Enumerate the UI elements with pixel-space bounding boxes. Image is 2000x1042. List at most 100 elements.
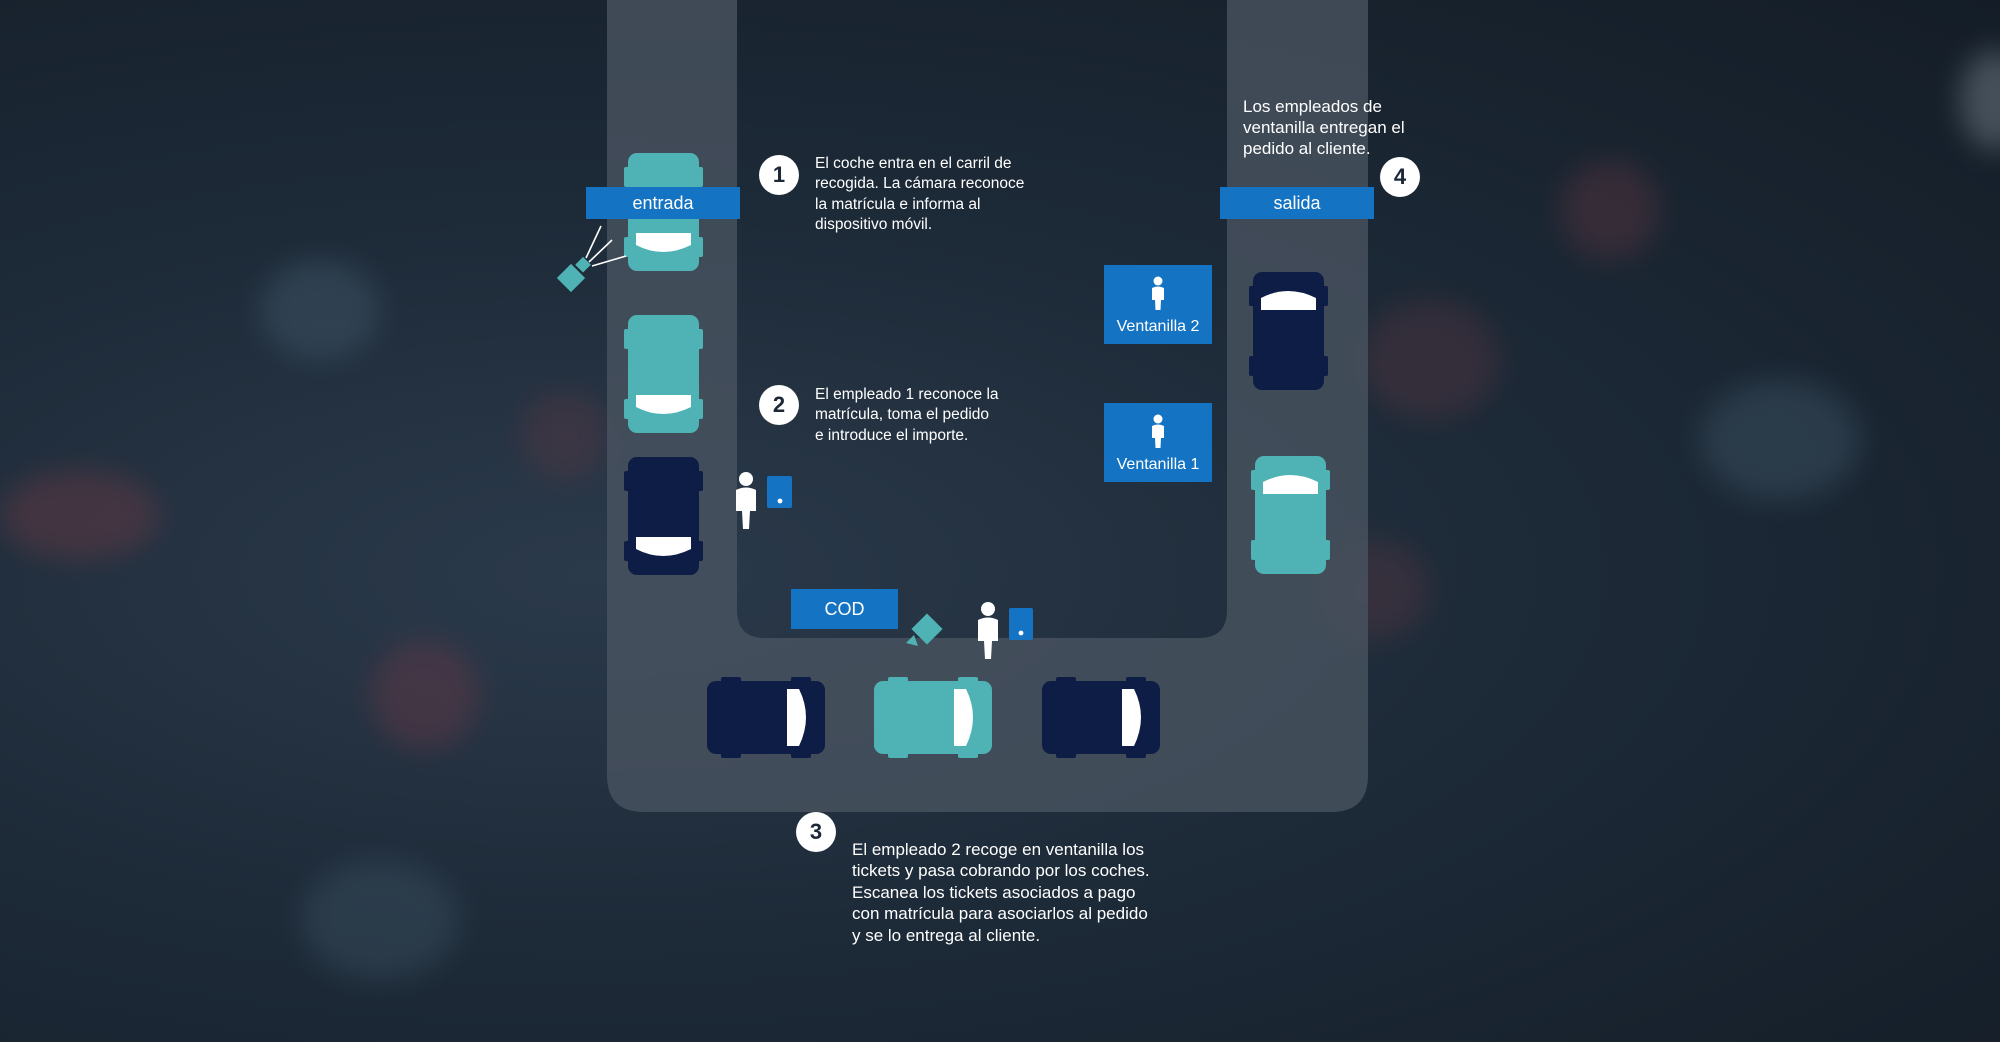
step-2-line: El empleado 1 reconoce la [815, 386, 999, 403]
diagram-shape [791, 752, 811, 758]
diagram-shape [1056, 677, 1076, 683]
step-1-line: dispositivo móvil. [815, 216, 933, 234]
diagram-shape [1122, 689, 1141, 746]
step-3-line: con matrícula para asociarlos al pedido [852, 904, 1148, 924]
step-2-line: e introduce el importe. [815, 426, 969, 444]
car-icon [624, 457, 703, 575]
exit-label: salida [1220, 187, 1374, 219]
step-3-line: Escanea los tickets asociados a pago [852, 882, 1136, 902]
bokeh-light [1700, 380, 1860, 500]
car-icon [1251, 456, 1330, 574]
diagram-shape [1261, 291, 1316, 310]
diagram-shape [1249, 356, 1255, 376]
diagram-shape [624, 471, 630, 491]
diagram-shape [1324, 470, 1330, 490]
diagram-shape [624, 237, 630, 257]
camera-icon [556, 225, 627, 293]
diagram-shape [575, 256, 591, 273]
car-icon [707, 677, 825, 758]
bokeh-light [260, 260, 380, 360]
step-1-line: El coche entra en el carril de [815, 155, 1012, 172]
step-3-number: 3 [796, 812, 836, 852]
diagram-shape [628, 457, 699, 575]
diagram-shape [1255, 456, 1326, 574]
diagram-shape [624, 541, 630, 561]
diagram-shape [978, 617, 998, 659]
car-icon [624, 315, 703, 433]
diagram-shape [767, 476, 792, 508]
cod-label: COD [791, 589, 898, 629]
diagram-shape [888, 752, 908, 758]
bokeh-light [1360, 300, 1500, 420]
diagram-shape [874, 681, 992, 754]
window-1-label: Ventanilla 1 [1116, 456, 1200, 473]
diagram-shape [1056, 752, 1076, 758]
diagram-shape [1042, 681, 1160, 754]
diagram-shape [791, 677, 811, 683]
bokeh-light [0, 470, 160, 560]
diagram-shape [636, 233, 691, 252]
person-icon [1152, 276, 1164, 310]
diagram-shape [888, 677, 908, 683]
diagram-shape [981, 602, 995, 616]
step-4-line: ventanilla entregan el [1243, 118, 1405, 138]
car-icon [1249, 272, 1328, 390]
diagram-shape [1253, 272, 1324, 390]
step-3-line: y se lo entrega al cliente. [852, 925, 1041, 945]
diagram-shape [624, 399, 630, 419]
diagram-shape [556, 263, 586, 293]
window-2: Ventanilla 2 [1104, 265, 1212, 344]
step-1-number: 1 [759, 155, 799, 195]
step-3-text: El empleado 2 recoge en ventanilla los t… [852, 839, 1150, 946]
diagram-shape [628, 315, 699, 433]
step-2-number: 2 [759, 385, 799, 425]
step-3-line: El empleado 2 recoge en ventanilla los [852, 840, 1145, 859]
diagram-shape [1251, 470, 1257, 490]
diagram-shape [721, 752, 741, 758]
diagram-shape [1126, 677, 1146, 683]
diagram-shape [591, 255, 627, 267]
diagram-shape [787, 689, 806, 746]
car-icon [874, 677, 992, 758]
diagram-shape [1322, 286, 1328, 306]
diagram-shape [697, 541, 703, 561]
person-icon [736, 472, 756, 529]
step-1-text: El coche entra en el carril de recogida.… [815, 154, 1024, 236]
bokeh-light [300, 860, 460, 980]
step-4-line: pedido al cliente. [1243, 139, 1371, 159]
mobile-device-icon [767, 476, 792, 508]
diagram-shape [636, 537, 691, 556]
diagram-shape [954, 689, 973, 746]
diagram-shape [697, 471, 703, 491]
diagram-shape [636, 395, 691, 414]
diagram-shape [1324, 540, 1330, 560]
diagram-shape [736, 487, 756, 529]
diagram-shape [697, 167, 703, 187]
step-4-number: 4 [1380, 157, 1420, 197]
person-icon [1152, 414, 1164, 448]
diagram-shape [697, 329, 703, 349]
person-icon [978, 602, 998, 659]
diagram-shape [739, 472, 753, 486]
bokeh-light [520, 390, 610, 480]
diagram-shape [906, 635, 918, 646]
diagram-shape [1251, 540, 1257, 560]
step-1-line: la matrícula e informa al [815, 195, 981, 213]
step-3-line: tickets y pasa cobrando por los coches. [852, 861, 1150, 881]
diagram-shape [721, 677, 741, 683]
diagram-shape [958, 677, 978, 683]
entry-label: entrada [586, 187, 740, 219]
car-icon [1042, 677, 1160, 758]
diagram-shape [1018, 630, 1024, 636]
diagram-shape [1249, 286, 1255, 306]
diagram-shape [1263, 475, 1318, 494]
step-2-text: El empleado 1 reconoce la matrícula, tom… [815, 385, 999, 446]
diagram-shape [777, 498, 783, 504]
window-2-label: Ventanilla 2 [1116, 318, 1200, 335]
diagram-shape [1322, 356, 1328, 376]
mobile-device-icon [1009, 608, 1033, 640]
bokeh-light [1560, 160, 1660, 260]
diagram-shape [585, 225, 602, 259]
